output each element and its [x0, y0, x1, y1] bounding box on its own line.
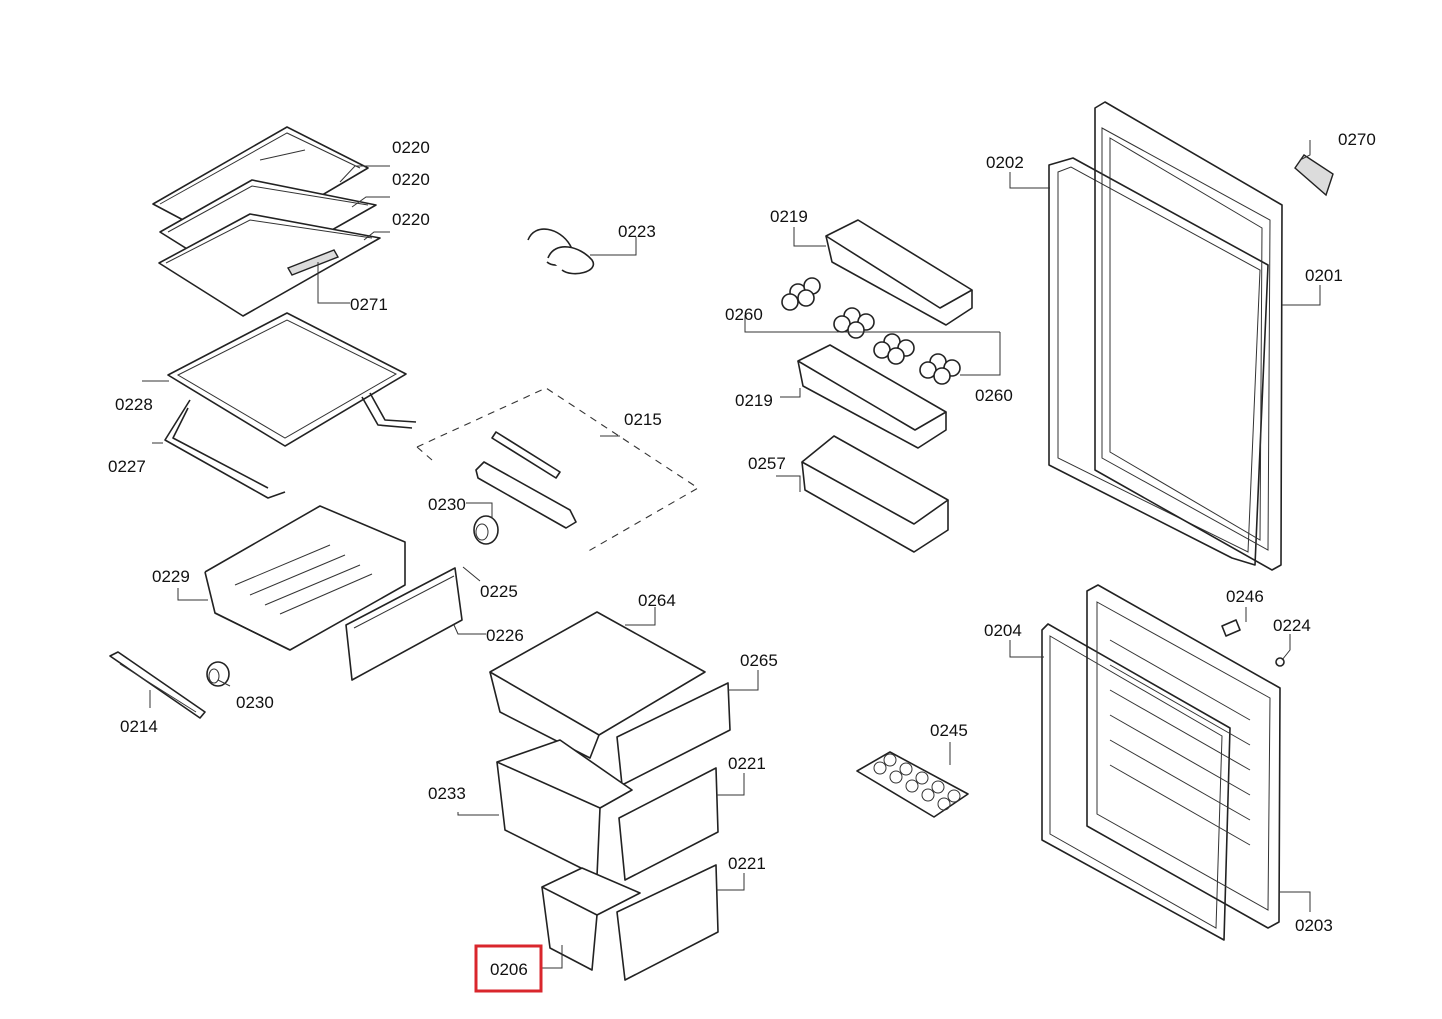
- label-0223: 0223: [618, 222, 656, 241]
- leader-lines: [142, 140, 1321, 969]
- freezer-door-gasket[interactable]: [1041, 623, 1231, 941]
- door-shelf-middle[interactable]: [797, 344, 947, 449]
- roller-part-upper[interactable]: [473, 515, 499, 545]
- drawer-front-panel[interactable]: [345, 567, 463, 681]
- label-0226: 0226: [486, 626, 524, 645]
- label-0202: 0202: [986, 153, 1024, 172]
- fridge-door[interactable]: [1094, 101, 1283, 571]
- freezer-drawer-top[interactable]: [489, 611, 731, 786]
- egg-tray-3[interactable]: [873, 333, 915, 365]
- label-0270: 0270: [1338, 130, 1376, 149]
- freezer-drawer-middle[interactable]: [496, 739, 719, 881]
- rail-part-lower[interactable]: [475, 461, 577, 529]
- label-0227: 0227: [108, 457, 146, 476]
- label-0206: 0206: [490, 960, 528, 979]
- shelf-support-frame[interactable]: [164, 392, 417, 499]
- egg-tray-2[interactable]: [833, 307, 875, 339]
- label-0219-lower: 0219: [735, 391, 773, 410]
- label-0220-mid: 0220: [392, 170, 430, 189]
- rail-part-upper[interactable]: [491, 431, 561, 479]
- label-0220-low: 0220: [392, 210, 430, 229]
- dashed-assembly-outline: [416, 387, 700, 554]
- label-0204: 0204: [984, 621, 1022, 640]
- label-0224: 0224: [1273, 616, 1311, 635]
- vegetable-drawer[interactable]: [204, 505, 406, 651]
- egg-tray-1[interactable]: [781, 277, 821, 311]
- label-0245: 0245: [930, 721, 968, 740]
- label-0230-upper: 0230: [428, 495, 466, 514]
- fridge-door-gasket[interactable]: [1048, 157, 1269, 566]
- label-0220-top: 0220: [392, 138, 430, 157]
- label-0215: 0215: [624, 410, 662, 429]
- label-0260-left: 0260: [725, 305, 763, 324]
- shelf-trim-strip[interactable]: [286, 249, 340, 276]
- freezer-drawer-bottom[interactable]: [541, 864, 719, 981]
- label-0264: 0264: [638, 591, 676, 610]
- label-0219-upper: 0219: [770, 207, 808, 226]
- label-0221-upper: 0221: [728, 754, 766, 773]
- label-0265: 0265: [740, 651, 778, 670]
- ice-cube-tray[interactable]: [856, 751, 969, 818]
- freezer-door[interactable]: [1086, 584, 1281, 929]
- drawer-runner[interactable]: [109, 651, 206, 719]
- label-0271: 0271: [350, 295, 388, 314]
- highlight-box: [474, 944, 543, 993]
- label-0233: 0233: [428, 784, 466, 803]
- label-0230-lower: 0230: [236, 693, 274, 712]
- glass-shelf-3[interactable]: [158, 213, 381, 317]
- door-handle-cover[interactable]: [1294, 154, 1334, 197]
- label-0214: 0214: [120, 717, 158, 736]
- label-0246: 0246: [1226, 587, 1264, 606]
- egg-tray-4[interactable]: [919, 353, 961, 385]
- bottle-clip-part[interactable]: [527, 228, 595, 275]
- door-shelf-upper[interactable]: [825, 219, 973, 326]
- label-0260-right: 0260: [975, 386, 1013, 405]
- hinge-cover-part[interactable]: [1221, 619, 1241, 637]
- label-0201: 0201: [1305, 266, 1343, 285]
- label-0221-lower: 0221: [728, 854, 766, 873]
- label-0225: 0225: [480, 582, 518, 601]
- label-0228: 0228: [115, 395, 153, 414]
- label-0203: 0203: [1295, 916, 1333, 935]
- shelf-frame[interactable]: [167, 312, 407, 447]
- label-0229: 0229: [152, 567, 190, 586]
- label-0257: 0257: [748, 454, 786, 473]
- highlighted-part-label[interactable]: 0206: [474, 944, 543, 993]
- roller-part-lower[interactable]: [206, 661, 230, 687]
- door-shelf-bottom[interactable]: [801, 435, 949, 553]
